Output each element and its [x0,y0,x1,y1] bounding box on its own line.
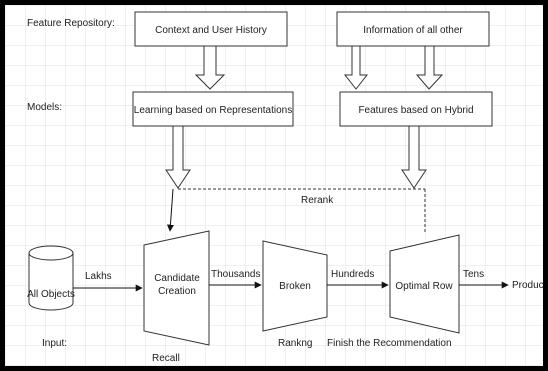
edge-label-thousands: Thousands [211,269,260,280]
row-label-models: Models: [27,102,62,113]
block-arrow-hybrid-down [401,125,427,189]
stage-label-finish: Finish the Recommendation [327,338,452,349]
all-objects-database: All Objects [27,245,75,311]
block-arrow-learning-down [165,125,191,189]
candidate-creation-node: Candidate Creation [143,230,210,346]
candidate-creation-label-line2: Creation [158,286,196,297]
box-features-hybrid: Features based on Hybrid [339,91,493,127]
box-context-user-history: Context and User History [134,11,288,47]
block-arrow-info-to-hybrid-left [343,45,369,90]
optimal-row-label: Optimal Row [395,281,453,292]
broken-node: Broken [262,240,328,332]
stage-label-recall: Recall [152,353,180,364]
block-arrow-info-to-hybrid-right [415,45,444,90]
diagram-canvas: Feature Repository: Models: Input: Conte… [5,5,548,366]
box-learning-representations: Learning based on Representations [132,91,294,127]
box-learning-representations-label: Learning based on Representations [134,105,292,116]
all-objects-label: All Objects [27,289,75,300]
box-context-user-history-label: Context and User History [155,25,267,36]
products-label: Products [512,280,548,291]
optimal-row-node: Optimal Row [389,234,460,334]
rerank-label: Rerank [301,195,334,206]
broken-label: Broken [279,281,311,292]
edge-label-tens: Tens [463,269,484,280]
candidate-creation-label-line1: Candidate [154,273,200,284]
box-information-all-other: Information of all other [336,11,490,47]
arrow-into-candidate [166,188,174,232]
stage-label-ranking: Rankng [278,338,312,349]
row-label-input: Input: [42,338,67,349]
block-arrow-context-to-learning [194,45,226,90]
row-label-feature-repository: Feature Repository: [27,18,115,29]
edge-label-hundreds: Hundreds [331,269,374,280]
box-features-hybrid-label: Features based on Hybrid [358,105,473,116]
edge-label-lakhs: Lakhs [85,271,112,282]
box-information-all-other-label: Information of all other [363,25,463,36]
